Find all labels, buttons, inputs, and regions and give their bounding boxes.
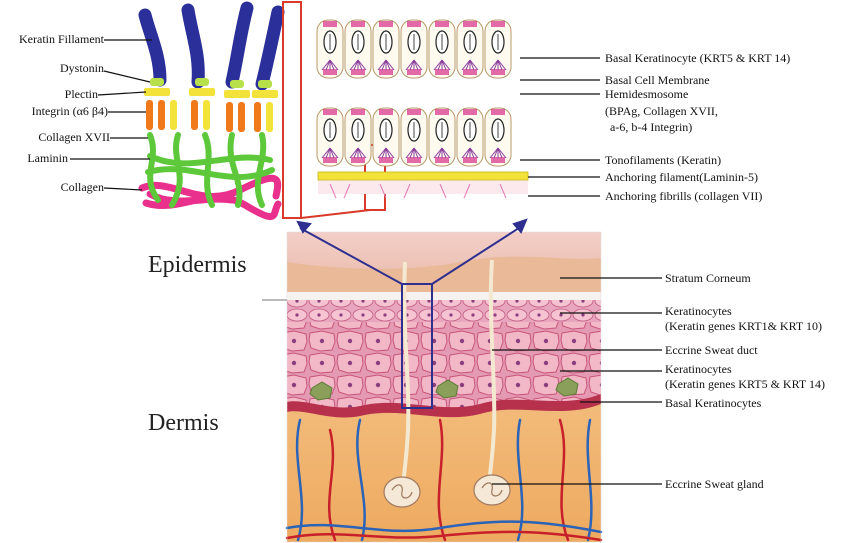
basal-keratinocyte-cell [400,19,428,79]
basal-keratinocyte-cell [372,19,400,79]
label-basal-cell-membrane: Basal Cell Membrane [605,73,710,87]
basal-keratinocyte-cell [456,19,484,79]
label-keratinocytes-lower: Keratinocytes [665,362,732,376]
basal-keratinocyte-cell [316,19,344,79]
zoom-region-box [401,283,433,409]
basal-keratinocyte-cell [316,107,344,167]
label-hemidesmosome-detail-2: a-6, b-4 Integrin) [610,120,693,134]
hemidesmosome-units [144,78,278,132]
keratinocyte-row-upper [316,19,512,79]
left-label-lines [70,39,152,191]
label-keratinocytes-upper-genes: (Keratin genes KRT1& KRT 10) [665,319,822,333]
hemidesmosome-molecular-panel [70,1,285,221]
zoom-arrows [296,218,528,409]
keratin-filaments [138,1,285,91]
basal-keratinocytes [309,377,579,401]
anchoring-fibrils [329,183,507,199]
basal-keratinocyte-cell [456,107,484,167]
basal-keratinocyte-cell [344,107,372,167]
label-keratinocytes-upper: Keratinocytes [665,304,732,318]
basal-keratinocyte-cell [484,107,512,167]
label-integrin: Integrin (α6 β4) [31,104,108,118]
basal-keratinocyte-cell [428,107,456,167]
upper-keratinocyte-layer [287,300,601,322]
sweat-ducts [401,259,497,491]
label-laminin: Laminin [27,151,68,165]
skin-label-lines [492,277,662,485]
label-basal-keratinocyte: Basal Keratinocyte (KRT5 & KRT 14) [605,51,791,65]
laminin-network [145,132,275,208]
blood-vessels [285,418,603,542]
label-dermis: Dermis [148,410,219,436]
basal-keratinocyte-cell [372,107,400,167]
basal-keratinocyte-cell [428,19,456,79]
label-collagen-xvii: Collagen XVII [38,130,110,144]
label-eccrine-sweat-gland: Eccrine Sweat gland [665,477,764,491]
spinous-keratinocyte-layer [287,322,601,416]
label-hemidesmosome-detail-1: (BPAg, Collagen XVII, [605,104,718,118]
label-collagen: Collagen [60,180,104,194]
keratinocyte-row-lower [316,107,512,167]
label-stratum-corneum: Stratum Corneum [665,271,751,285]
basal-keratinocyte-cell [484,19,512,79]
anchoring-filament-layer [317,171,529,181]
label-keratin-filament: Keratin Fillament [19,32,104,46]
basal-keratinocyte-cell [344,19,372,79]
basal-keratinocyte-cell [400,107,428,167]
label-tonofilaments: Tonofilaments (Keratin) [605,153,722,167]
label-anchoring-filament: Anchoring filament(Laminin-5) [605,170,758,184]
right-top-label-lines [520,57,600,197]
basal-cell-panel [316,19,600,199]
label-anchoring-fibrils: Anchoring fibrills (collagen VII) [605,189,763,203]
label-plectin: Plectin [64,87,98,101]
label-eccrine-sweat-duct: Eccrine Sweat duct [665,343,758,357]
label-hemidesmosome: Hemidesmosome [605,87,689,101]
label-keratinocytes-lower-genes: (Keratin genes KRT5 & KRT 14) [665,377,825,391]
label-epidermis: Epidermis [148,252,247,278]
label-dystonin: Dystonin [59,61,104,75]
label-basal-keratinocytes: Basal Keratinocytes [665,396,762,410]
sweat-glands [383,474,511,508]
